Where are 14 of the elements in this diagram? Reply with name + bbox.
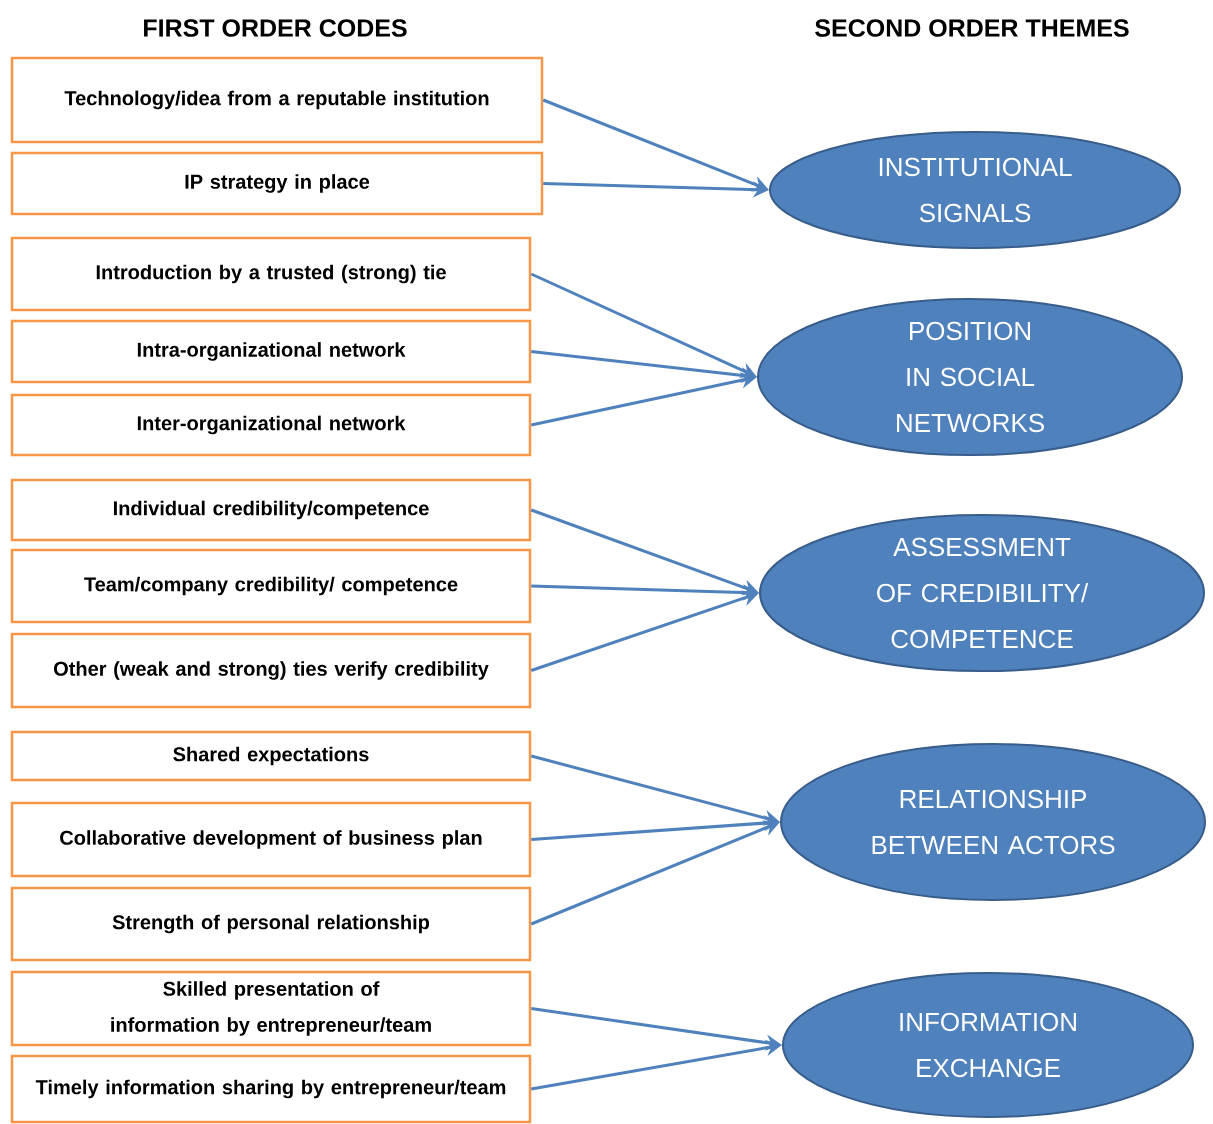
column-heading: SECOND ORDER THEMES: [815, 19, 1129, 37]
code-box: Technology/idea from a reputable institution: [10, 56, 544, 144]
code-box: Intra-organizational network: [10, 319, 532, 384]
code-box: Timely information sharing by entrepreneur/team: [10, 1054, 532, 1124]
code-box: Shared expectations: [10, 730, 532, 782]
code-box: Strength of personal relationship: [10, 886, 532, 962]
code-box: Team/company credibility/ competence: [10, 548, 532, 624]
code-box: Introduction by a trusted (strong) tie: [10, 236, 532, 312]
code-box: Skilled presentation of information by entrepreneur/team: [10, 970, 532, 1047]
code-box: IP strategy in place: [10, 151, 544, 216]
code-box: Inter-organizational network: [10, 393, 532, 457]
code-box: Individual credibility/competence: [10, 478, 532, 542]
code-box: Collaborative development of business plan: [10, 801, 532, 878]
code-box: Other (weak and strong) ties verify credibility: [10, 632, 532, 709]
